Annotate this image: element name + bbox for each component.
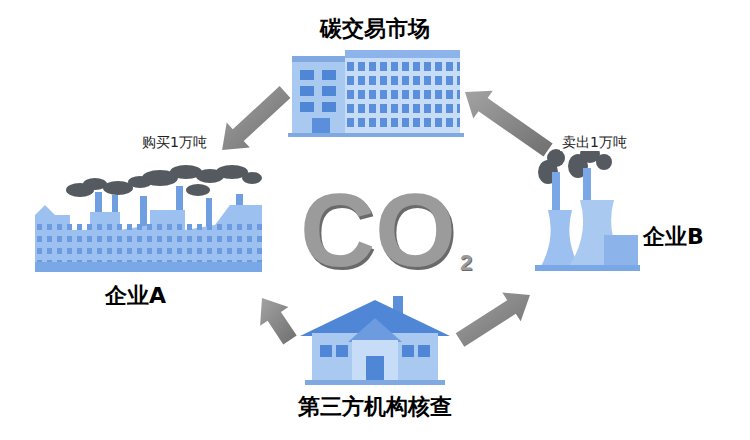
node-title: 第三方机构核查 (298, 394, 452, 419)
verification-house-part (352, 340, 398, 381)
factory-a-part (35, 262, 262, 272)
flow-arrow (456, 293, 530, 347)
factory-a-part (35, 205, 262, 272)
verification-house-part (320, 345, 332, 357)
market-building-part (300, 102, 314, 112)
verification-house-part (402, 345, 414, 357)
diagram-node: 碳交易市场 (285, 12, 465, 140)
factory-a-part-part (186, 184, 210, 196)
diagram-node: 企业A (30, 150, 262, 310)
verification-house-part (305, 380, 445, 385)
flow-arrow (222, 86, 290, 150)
verification-house (300, 296, 450, 385)
edge-label: 购买1万吨 (140, 134, 209, 151)
diagram-node: 企业B (530, 150, 720, 300)
power-plant-b (535, 145, 640, 271)
power-plant-b-part (538, 145, 612, 184)
node-title: 企业A (105, 283, 166, 308)
market-building-part (300, 70, 314, 80)
market-building-part (345, 60, 460, 130)
market-building-part (288, 133, 464, 137)
node-title: 企业B (643, 224, 704, 249)
power-plant-b-part (535, 265, 640, 271)
factory-a-part (35, 222, 262, 262)
flow-arrow (465, 91, 553, 157)
power-plant-b-part (604, 235, 638, 268)
market-building-part (322, 102, 336, 112)
market-building-part (322, 86, 336, 96)
diagram-node: 第三方机构核查 (290, 290, 460, 425)
verification-house-part (348, 318, 402, 342)
power-plant-b-part-part (547, 149, 565, 167)
market-building (288, 50, 464, 137)
verification-house-part (336, 345, 348, 357)
verification-house-part (312, 333, 438, 381)
co2-subscript: 2 (460, 252, 472, 274)
market-building-part (345, 50, 460, 135)
flow-arrow (260, 298, 297, 344)
market-building-part (312, 118, 330, 135)
market-building-part (292, 62, 350, 135)
co2-symbol: CO (300, 178, 456, 282)
verification-house-part (366, 356, 384, 381)
node-title: 碳交易市场 (320, 16, 430, 41)
market-building-part (300, 86, 314, 96)
edge-label: 卖出1万吨 (560, 134, 629, 151)
factory-a (35, 165, 262, 272)
market-building-part (322, 70, 336, 80)
verification-house-part (418, 345, 430, 357)
factory-a-part-part (242, 172, 262, 184)
power-plant-b-part-part (596, 154, 612, 170)
market-building-part (345, 50, 460, 58)
